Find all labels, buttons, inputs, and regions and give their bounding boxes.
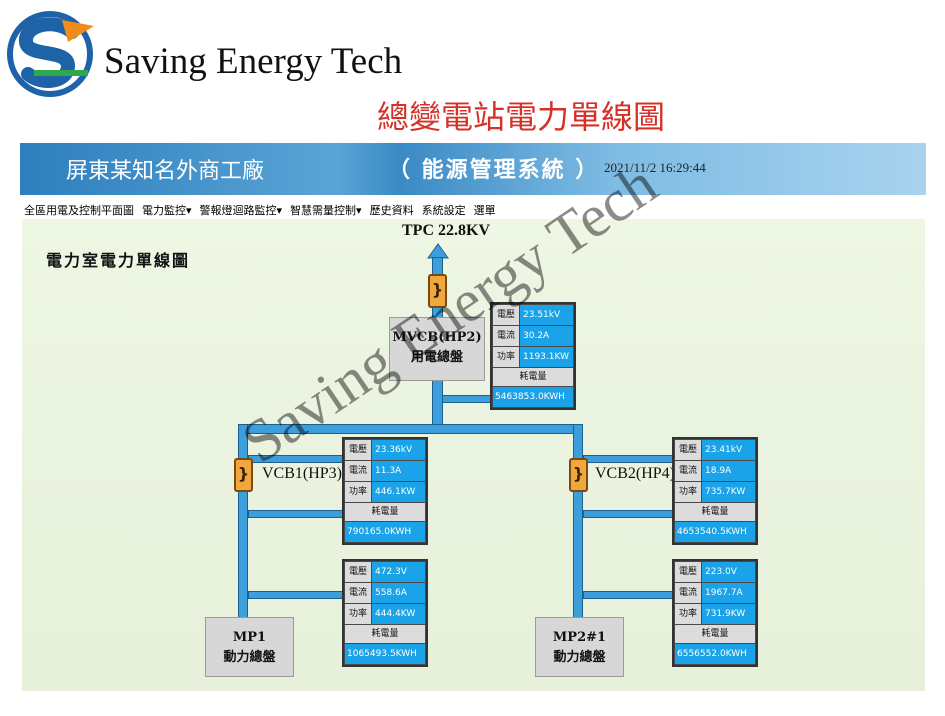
system-title: （ 能源管理系統 ） [388, 158, 600, 183]
power-label: 功率 [493, 347, 519, 367]
pipe-left-vertical [238, 424, 248, 619]
menu-item-alarm-monitor[interactable]: 警報燈迴路監控▾ [199, 204, 283, 217]
menu-item-floorplan[interactable]: 全區用電及控制平面圖 [24, 204, 134, 217]
energy-label: 耗電量 [345, 503, 425, 521]
pipe-vcb1-tap-1 [248, 455, 346, 463]
vcb2-breaker-icon[interactable]: } [569, 458, 588, 492]
power-label: 功率 [345, 604, 371, 624]
vcb2-label: VCB2(HP4) [595, 465, 676, 482]
voltage-label: 電壓 [345, 440, 371, 460]
mvcb-breaker-icon[interactable]: } [428, 274, 447, 308]
plant-name: 屏東某知名外商工廠 [66, 159, 265, 184]
current-label: 電流 [675, 583, 701, 603]
brand-logo-icon [7, 11, 94, 97]
mp1-voltage: 472.3V [372, 562, 425, 582]
datetime-display: 2021/11/2 16:29:44 [604, 160, 706, 175]
source-label: TPC 22.8KV [402, 222, 490, 239]
pipe-main-bus [238, 424, 583, 434]
energy-label: 耗電量 [493, 368, 573, 386]
vcb1-power: 446.1KW [372, 482, 425, 502]
vcb2-current: 18.9A [702, 461, 755, 481]
pipe-vcb2-tap-2 [583, 510, 675, 518]
pipe-vcb2-tap-1 [583, 455, 675, 463]
voltage-label: 電壓 [675, 562, 701, 582]
pipe-mp2-tap [583, 591, 675, 599]
mp1-current: 558.6A [372, 583, 425, 603]
power-label: 功率 [345, 482, 371, 502]
single-line-diagram-panel: 電力室電力單線圖 TPC 22.8KV } } } VCB1(HP3) VCB2… [22, 219, 925, 691]
mvcb-voltage: 23.51kV [520, 305, 573, 325]
menu-item-settings[interactable]: 系統設定 [421, 204, 466, 217]
vcb1-voltage: 23.36kV [372, 440, 425, 460]
current-label: 電流 [345, 583, 371, 603]
vcb2-voltage: 23.41kV [702, 440, 755, 460]
mp1-panel[interactable]: MP1 動力總盤 [205, 617, 294, 677]
current-label: 電流 [493, 326, 519, 346]
app-header: 屏東某知名外商工廠 （ 能源管理系統 ） 2021/11/2 16:29:44 [20, 143, 926, 195]
pipe-mvcb-tap [442, 395, 492, 403]
mp2-current: 1967.7A [702, 583, 755, 603]
mvcb-power: 1193.1KW [520, 347, 573, 367]
mvcb-energy: 5463853.0KWH [493, 387, 573, 407]
current-label: 電流 [345, 461, 371, 481]
mp2-panel[interactable]: MP2#1 動力總盤 [535, 617, 624, 677]
voltage-label: 電壓 [675, 440, 701, 460]
vcb2-energy: 4653540.5KWH [675, 522, 755, 542]
vcb1-breaker-icon[interactable]: } [234, 458, 253, 492]
mvcb-panel[interactable]: MVCB(HP2) 用電總盤 [389, 317, 485, 381]
menu-item-menu[interactable]: 選單 [473, 204, 496, 217]
mp2-desc: 動力總盤 [553, 650, 606, 665]
mp1-power: 444.4KW [372, 604, 425, 624]
menu-item-power-monitor[interactable]: 電力監控▾ [142, 204, 192, 217]
mvcb-desc: 用電總盤 [410, 350, 463, 365]
slide-title: 總變電站電力單線圖 [377, 98, 666, 136]
menu-item-demand-control[interactable]: 智慧需量控制▾ [290, 204, 362, 217]
brand-name: Saving Energy Tech [104, 41, 403, 82]
voltage-label: 電壓 [345, 562, 371, 582]
mvcb-current: 30.2A [520, 326, 573, 346]
mp2-voltage: 223.0V [702, 562, 755, 582]
mp1-desc: 動力總盤 [223, 650, 276, 665]
power-label: 功率 [675, 482, 701, 502]
mp2-energy: 6556552.0KWH [675, 644, 755, 664]
voltage-label: 電壓 [493, 305, 519, 325]
mp1-name: MP1 [232, 630, 267, 645]
current-label: 電流 [675, 461, 701, 481]
energy-label: 耗電量 [675, 625, 755, 643]
vcb1-current: 11.3A [372, 461, 425, 481]
mp1-energy: 1065493.5KWH [345, 644, 425, 664]
pipe-mp1-tap [248, 591, 346, 599]
energy-label: 耗電量 [675, 503, 755, 521]
power-label: 功率 [675, 604, 701, 624]
menu-item-history[interactable]: 歷史資料 [369, 204, 414, 217]
vcb1-energy: 790165.0KWH [345, 522, 425, 542]
vcb1-label: VCB1(HP3) [262, 465, 343, 482]
mp2-power: 731.9KW [702, 604, 755, 624]
mvcb-name: MVCB(HP2) [392, 330, 482, 345]
vcb2-power: 735.7KW [702, 482, 755, 502]
energy-label: 耗電量 [345, 625, 425, 643]
mp2-name: MP2#1 [552, 630, 607, 645]
diagram-title: 電力室電力單線圖 [46, 251, 191, 270]
pipe-right-vertical [573, 424, 583, 619]
pipe-vcb1-tap-2 [248, 510, 346, 518]
menu-bar: 全區用電及控制平面圖 電力監控▾ 警報燈迴路監控▾ 智慧需量控制▾ 歷史資料 系… [24, 202, 496, 218]
